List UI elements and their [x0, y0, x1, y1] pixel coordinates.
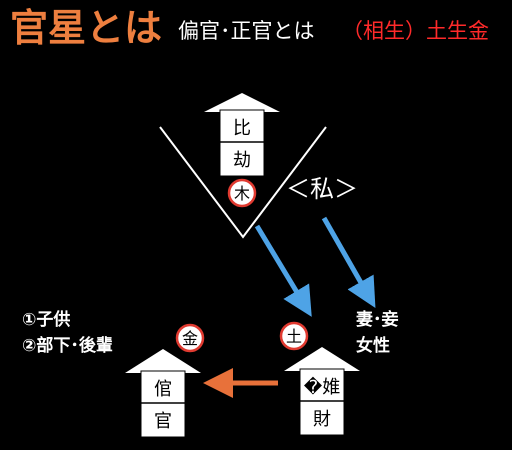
earth-circle	[279, 321, 309, 351]
house-bottom-right: �婎 財	[284, 347, 360, 436]
wood-circle	[227, 178, 257, 208]
house-bottom-left: 倌 官	[125, 349, 201, 438]
house-bottom-right-label-2: 財	[313, 409, 331, 430]
house-top: 比 劫	[204, 93, 280, 177]
left-note-line-2: ②部下･後輩	[22, 336, 113, 356]
page-title: 官星とは	[10, 6, 163, 50]
earth-label: 土	[286, 327, 302, 346]
house-bottom-left-label-1: 倌	[154, 379, 172, 400]
wood-label: 木	[234, 184, 250, 203]
right-note-line-2: 女性	[356, 336, 390, 356]
relation-label: （相生）土生金	[342, 19, 489, 43]
house-bottom-left-roof	[125, 349, 201, 373]
house-bottom-left-body	[140, 370, 186, 438]
house-top-label-2: 劫	[233, 150, 251, 171]
house-bottom-right-body	[299, 368, 345, 436]
page-subtitle: 偏官･正官とは	[178, 19, 315, 43]
self-label: ＜私＞	[286, 175, 358, 203]
right-note-line-1: 妻･妾	[356, 310, 399, 330]
arrow-self-to-wife	[321, 216, 376, 309]
metal-element: 金	[175, 323, 205, 353]
v-shape-outline	[159, 126, 327, 239]
house-top-body	[219, 109, 265, 177]
house-bottom-left-label-2: 官	[154, 411, 172, 432]
house-bottom-right-roof	[284, 347, 360, 371]
house-top-label-1: 比	[233, 118, 251, 139]
wood-element: 木	[227, 178, 257, 208]
earth-element: 土	[279, 321, 309, 351]
left-note-line-1: ①子供	[22, 310, 71, 330]
arrow-wood-to-earth	[254, 224, 312, 317]
house-top-roof	[204, 93, 280, 112]
metal-circle	[175, 323, 205, 353]
house-bottom-right-label-1: �婎	[304, 376, 340, 398]
metal-label: 金	[182, 329, 198, 348]
